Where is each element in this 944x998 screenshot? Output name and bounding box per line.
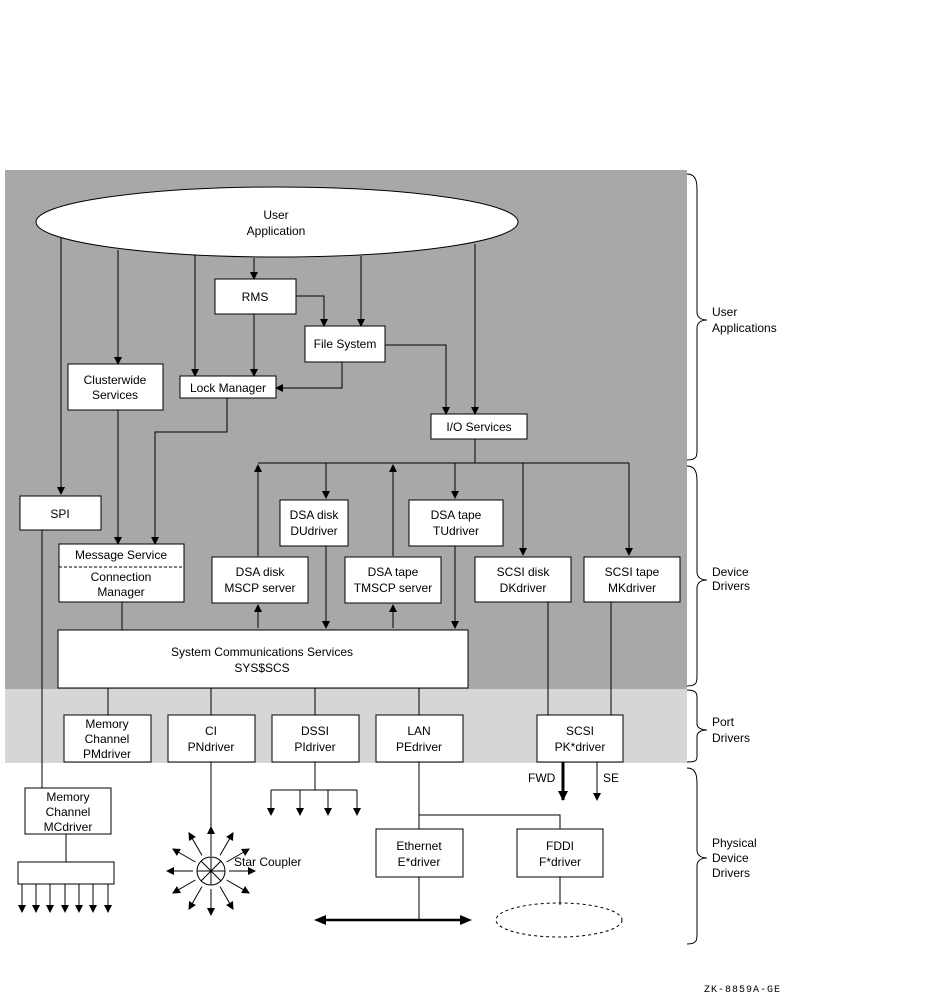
ethernet-line-2: E*driver [398,855,441,869]
message-service-label: Message Service [75,548,167,562]
spi-box: SPI [19,495,102,531]
se-label: SE [603,771,619,785]
clusterwide-line-2: Services [92,388,138,402]
label-port-drivers-1: Port [712,715,735,729]
ci-pndriver-box: CI PNdriver [167,714,256,763]
star-ray [219,832,234,856]
scsi-disk-box: SCSI disk DKdriver [474,556,572,603]
connection-manager-line-1: Connection [91,570,152,584]
user-application-line-2: Application [247,224,306,238]
mc-mc-line-1: Memory [46,790,89,804]
scsi-tape-box: SCSI tape MKdriver [583,556,681,603]
fddi-line-1: FDDI [546,839,574,853]
connection-manager-line-2: Manager [97,585,144,599]
ci-line-2: PNdriver [188,740,235,754]
message-connection-box: Message Service Connection Manager [58,543,185,603]
dsa-tape-tmscp-line-1: DSA tape [368,565,419,579]
io-services-box: I/O Services [430,413,528,440]
memory-channel-mcdriver-box: Memory Channel MCdriver [24,787,112,835]
clusterwide-line-1: Clusterwide [84,373,147,387]
io-services-label: I/O Services [446,420,511,434]
star-ray [226,848,250,863]
spi-label: SPI [50,507,69,521]
star-ray [172,879,196,894]
region-braces [686,173,708,945]
star-ray [188,886,203,910]
fwd-label: FWD [528,771,556,785]
system-communications-services-box: System Communications Services SYS$SCS [57,629,469,689]
dsa-tape-tu-line-2: TUdriver [433,524,479,538]
scsi-pkdriver-box: SCSI PK*driver [536,714,624,763]
ci-line-1: CI [205,724,217,738]
scsi-disk-line-1: SCSI disk [497,565,551,579]
lock-manager-box: Lock Manager [179,375,277,399]
label-user-applications-2: Applications [712,321,777,335]
sys-comm-line-1: System Communications Services [171,645,353,659]
dssi-line-1: DSSI [301,724,329,738]
region-labels: User Applications Device Drivers Port Dr… [712,305,777,880]
dsa-disk-mscp-line-1: DSA disk [236,565,286,579]
label-physical-2: Device [712,851,749,865]
label-physical-1: Physical [712,836,757,850]
connectors [18,238,633,920]
star-ray [172,848,196,863]
label-device-drivers-2: Drivers [712,579,750,593]
figure-code: ZK-8859A-GE [704,985,781,996]
rms-label: RMS [242,290,269,304]
dsa-disk-mscp-line-2: MSCP server [224,581,295,595]
memory-channel-bus [17,861,115,885]
dsa-tape-tudriver-box: DSA tape TUdriver [408,499,504,547]
fddi-line-2: F*driver [539,855,581,869]
star-ray [219,886,234,910]
user-application-line-1: User [263,208,288,222]
star-ray [188,832,203,856]
file-system-box: File System [304,325,386,363]
ethernet-bus [314,915,472,925]
label-port-drivers-2: Drivers [712,731,750,745]
dsa-tape-tmscp-line-2: TMSCP server [354,581,432,595]
star-coupler-label: Star Coupler [234,855,301,869]
dsa-disk-du-line-2: DUdriver [290,524,337,538]
mc-pm-line-2: Channel [85,732,130,746]
file-system-label: File System [314,337,377,351]
lock-manager-label: Lock Manager [190,381,266,395]
dsa-tape-tmscp-box: DSA tape TMSCP server [344,556,442,604]
mc-mc-line-3: MCdriver [44,820,93,834]
mc-pm-line-3: PMdriver [83,747,131,761]
sys-comm-line-2: SYS$SCS [234,661,289,675]
lan-pedriver-box: LAN PEdriver [375,714,464,763]
scsi-disk-line-2: DKdriver [500,581,547,595]
fddi-ring [495,902,623,938]
scsi-pk-line-2: PK*driver [555,740,606,754]
dssi-line-2: PIdriver [294,740,335,754]
user-application-node: User Application [35,186,519,258]
fddi-fdriver-box: FDDI F*driver [516,828,604,878]
dsa-disk-dudriver-box: DSA disk DUdriver [279,499,349,547]
clusterwide-services-box: Clusterwide Services [67,363,164,411]
memory-channel-pmdriver-box: Memory Channel PMdriver [63,714,152,763]
scsi-tape-line-2: MKdriver [608,581,656,595]
label-device-drivers-1: Device [712,565,749,579]
scsi-pk-line-1: SCSI [566,724,594,738]
label-physical-3: Drivers [712,866,750,880]
scsi-tape-line-1: SCSI tape [605,565,660,579]
dsa-disk-mscp-box: DSA disk MSCP server [211,556,309,604]
ethernet-line-1: Ethernet [396,839,442,853]
dsa-disk-du-line-1: DSA disk [290,508,340,522]
label-user-applications-1: User [712,305,737,319]
lan-line-2: PEdriver [396,740,442,754]
rms-box: RMS [214,278,297,315]
lan-line-1: LAN [407,724,430,738]
star-coupler-icon [166,826,256,916]
ethernet-edriver-box: Ethernet E*driver [375,828,464,878]
star-ray [226,879,250,894]
mc-pm-line-1: Memory [85,717,128,731]
mc-mc-line-2: Channel [46,805,91,819]
dsa-tape-tu-line-1: DSA tape [431,508,482,522]
dssi-pidriver-box: DSSI PIdriver [271,714,360,763]
